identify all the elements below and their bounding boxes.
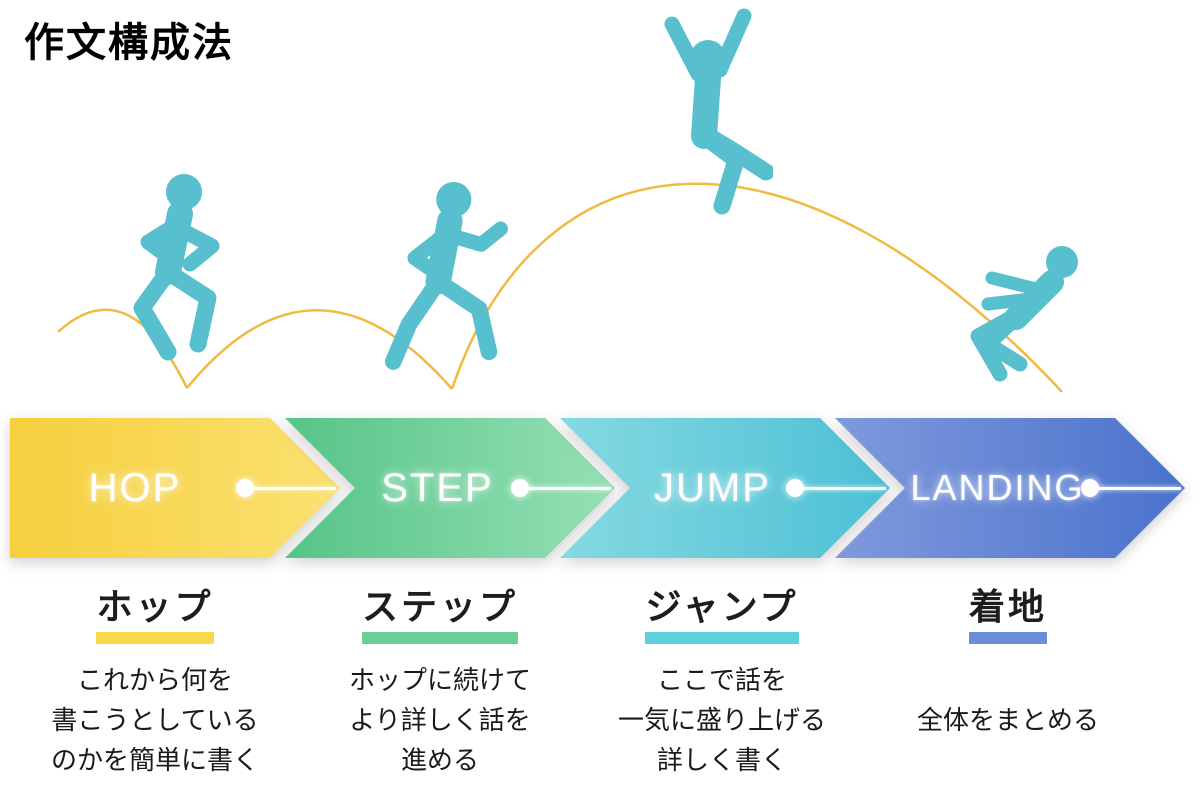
connector-dot bbox=[786, 479, 804, 497]
underline-bar-hop bbox=[96, 632, 214, 644]
description-line: より詳しく話を bbox=[349, 705, 531, 735]
arrow-landing-label: LANDING bbox=[910, 467, 1085, 508]
description-step: ホップに続けて より詳しく話を 進める bbox=[270, 660, 610, 780]
label-ja-landing: 着地 bbox=[848, 578, 1168, 644]
connector-dot bbox=[236, 479, 254, 497]
arrow-hop: HOP bbox=[10, 418, 340, 558]
connector-line bbox=[248, 487, 336, 490]
landing-figure bbox=[970, 246, 1078, 382]
underline-bar-step bbox=[361, 632, 518, 644]
description-line: ホップに続けて bbox=[348, 665, 531, 695]
description-landing: 全体をまとめる bbox=[838, 700, 1178, 740]
description-line: 全体をまとめる bbox=[916, 705, 1099, 735]
connector-dot bbox=[511, 479, 529, 497]
label-ja-hop-text: ホップ bbox=[96, 586, 214, 627]
connector-line bbox=[798, 487, 886, 490]
label-ja-hop: ホップ bbox=[0, 578, 315, 644]
description-line: 書こうとしている bbox=[51, 705, 259, 735]
arrow-landing-shape: LANDING bbox=[835, 418, 1185, 558]
arrow-jump: JUMP bbox=[560, 418, 890, 558]
runner-step-figure bbox=[384, 181, 508, 370]
runner-hop-figure bbox=[133, 174, 220, 361]
label-ja-jump-text: ジャンプ bbox=[645, 586, 799, 627]
label-ja-landing-text: 着地 bbox=[968, 586, 1047, 627]
arrow-step-label: STEP bbox=[381, 465, 494, 510]
connector-line bbox=[523, 487, 611, 490]
jump-big-arc bbox=[450, 182, 1063, 393]
arrow-jump-label: JUMP bbox=[654, 465, 771, 510]
hop-bounce-arc bbox=[57, 308, 189, 389]
description-line: のかを簡単に書く bbox=[50, 745, 259, 775]
jumper-figure bbox=[664, 8, 773, 215]
arrow-hop-label: HOP bbox=[88, 465, 182, 510]
description-line: 一気に盛り上げる bbox=[617, 705, 826, 735]
arrow-hop-shape: HOP bbox=[10, 418, 340, 558]
description-line: ここで話を bbox=[656, 665, 787, 695]
underline-bar-jump bbox=[645, 632, 799, 644]
page-title: 作文構成法 bbox=[24, 21, 234, 65]
arrow-landing: LANDING bbox=[835, 418, 1185, 558]
underline-bar-landing bbox=[968, 632, 1047, 644]
label-ja-step-text: ステップ bbox=[361, 586, 518, 627]
connector-dot bbox=[1081, 479, 1099, 497]
label-ja-jump: ジャンプ bbox=[562, 578, 882, 644]
description-line: 詳しく書く bbox=[656, 745, 787, 775]
description-line: 進める bbox=[400, 745, 479, 775]
label-ja-step: ステップ bbox=[280, 578, 600, 644]
connector-line bbox=[1093, 487, 1181, 490]
description-jump: ここで話を 一気に盛り上げる 詳しく書く bbox=[552, 660, 892, 780]
step-bounce-arc bbox=[186, 309, 453, 390]
description-line: これから何を bbox=[76, 665, 233, 695]
arrow-step: STEP bbox=[285, 418, 615, 558]
description-hop: これから何を 書こうとしている のかを簡単に書く bbox=[0, 660, 325, 780]
